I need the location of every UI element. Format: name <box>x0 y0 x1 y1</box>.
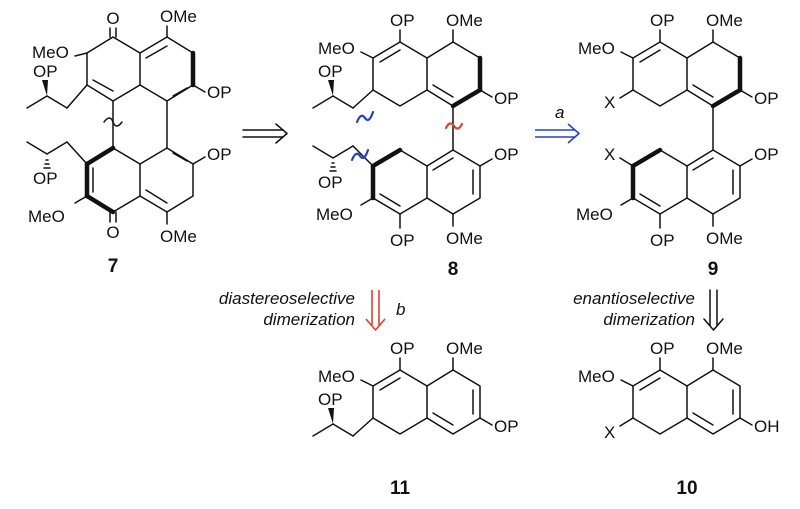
compound-label-9: 9 <box>708 259 719 280</box>
op-bottom-9: OP <box>650 231 675 250</box>
oh-10: OH <box>754 417 780 436</box>
compound-label-7: 7 <box>108 256 119 277</box>
meo-11: MeO <box>318 367 355 386</box>
caption-dimerization-left: dimerization <box>263 310 355 329</box>
op-chain-7-bottom: OP <box>33 169 58 188</box>
caption-dimerization-right: dimerization <box>603 310 695 329</box>
arrow-label-a: a <box>555 103 564 122</box>
op-top-9: OP <box>650 11 675 30</box>
op-right-top-8: OP <box>494 89 519 108</box>
meo-bottom-8: MeO <box>316 205 353 224</box>
retro-arrow-7-8 <box>242 123 288 144</box>
caption-enantioselective: enantioselective <box>573 289 695 308</box>
x-bottom-9: X <box>604 145 615 164</box>
op-bottom-8: OP <box>390 231 415 250</box>
compound-label-11: 11 <box>390 478 411 499</box>
meo-top-9: MeO <box>578 39 615 58</box>
meo-top-8: MeO <box>318 39 355 58</box>
compound-10: OP OMe MeO OH X 10 <box>578 339 780 499</box>
ome-top-7: OMe <box>160 7 197 26</box>
op-right-7-top: OP <box>207 83 232 102</box>
x-10: X <box>604 423 615 442</box>
arrow-label-b: b <box>396 300 405 319</box>
x-top-9: X <box>604 93 615 112</box>
meo-7-top: MeO <box>32 43 69 62</box>
op-right-bottom-9: OP <box>754 145 779 164</box>
op-chain-7-top: OP <box>33 62 58 81</box>
op-top-10: OP <box>650 339 675 358</box>
op-top-8: OP <box>390 11 415 30</box>
ome-bottom-9: OMe <box>706 229 743 248</box>
op-right-bottom-8: OP <box>494 145 519 164</box>
meo-bottom-9: MeO <box>576 205 613 224</box>
retro-arrow-9-10 <box>703 289 724 331</box>
op-top-11: OP <box>390 339 415 358</box>
op-right-top-9: OP <box>754 89 779 108</box>
ome-top-11: OMe <box>446 339 483 358</box>
op-chain-top-8: OP <box>318 62 343 81</box>
lower-retro-arrows: diastereoselective dimerization b enanti… <box>219 289 724 331</box>
retro-arrow-a: a <box>535 103 580 144</box>
op-right-7-bottom: OP <box>207 145 232 164</box>
ome-bottom-7: OMe <box>160 227 197 246</box>
caption-diastereoselective: diastereoselective <box>219 289 355 308</box>
compound-label-10: 10 <box>676 478 697 499</box>
compound-7: O OMe MeO OP OP O OMe <box>26 7 232 277</box>
carbonyl-o-top: O <box>106 9 119 28</box>
compound-8: OP OMe MeO OP OP OP OMe MeO OP <box>312 11 519 280</box>
ome-top-10: OMe <box>706 339 743 358</box>
meo-10: MeO <box>578 367 615 386</box>
compound-11: OP OMe MeO OP OP 11 <box>312 339 519 499</box>
retro-arrow-b <box>365 290 386 331</box>
ome-top-9: OMe <box>706 11 743 30</box>
meo-7-bottom: MeO <box>28 207 65 226</box>
ome-bottom-8: OMe <box>446 229 483 248</box>
op-chain-11: OP <box>318 390 343 409</box>
op-right-11: OP <box>494 417 519 436</box>
compound-9: OP OMe MeO OP X OP OMe MeO OP X 9 <box>576 11 779 280</box>
carbonyl-o-bottom: O <box>106 223 119 242</box>
compound-label-8: 8 <box>448 259 459 280</box>
ome-top-8: OMe <box>446 11 483 30</box>
op-chain-bottom-8: OP <box>318 173 343 192</box>
